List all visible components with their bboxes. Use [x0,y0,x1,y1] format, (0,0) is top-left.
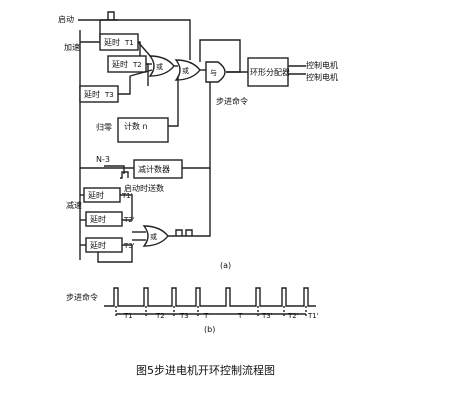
accel-label: 加速 [64,42,80,52]
interval-label: T [203,312,209,320]
interval-label: T1' [307,312,319,320]
or-gate-label: 或 [182,66,189,75]
or-gate-label: 或 [150,232,157,241]
t2-label: T2 [132,61,142,69]
interval-label: T1 [123,312,133,320]
ring-distributor-box [247,57,289,87]
count-n-box [117,117,169,143]
or-gate-label: 或 [156,62,163,71]
or-gate-combine [174,59,201,81]
output-label-2: 控制电机 [306,72,338,82]
or-gate-accel [148,55,175,77]
delay-label: 延时 [90,240,106,250]
start-label: 启动 [58,14,74,24]
delay-label: 延时 [104,37,120,47]
interval-label: T [237,312,243,320]
and-gate-output [205,61,226,83]
pulse-train [104,287,316,307]
delay-label: 延时 [112,59,128,69]
count-n-label: 计数 n [124,121,148,131]
and-gate-label: 与 [210,69,217,77]
delay-box-t2p [85,211,123,227]
interval-label: T2 [155,312,165,320]
t1-label: T1 [124,39,134,47]
part-b-label: (b) [204,325,215,334]
feed-label: 启动时送数 [124,183,164,193]
down-counter-box [133,159,183,179]
delay-label: 延时 [84,89,100,99]
preset-value: N-3 [96,155,110,164]
step-cmd-label: 步进命令 [216,96,248,106]
waveform-title: 步进命令 [66,292,98,302]
delay-label: 延时 [88,190,104,200]
interval-label: T2' [287,312,299,320]
or-gate-decel [142,225,169,247]
interval-label: T3 [179,312,189,320]
delay-label: 延时 [90,214,106,224]
driver-label: 环形分配器 [250,68,290,77]
interval-label: T3' [261,312,273,320]
output-label-1: 控制电机 [306,60,338,70]
t3p-label: T3' [123,242,135,250]
reset-label: 归零 [96,122,112,132]
part-a-label: (a) [220,261,231,270]
decel-label: 减速 [66,200,82,210]
figure-caption: 图5步进电机开环控制流程图 [136,363,275,377]
t1p-label: T1' [121,192,133,200]
counter-label: 减计数器 [138,164,170,174]
t3-label: T3 [104,91,114,99]
